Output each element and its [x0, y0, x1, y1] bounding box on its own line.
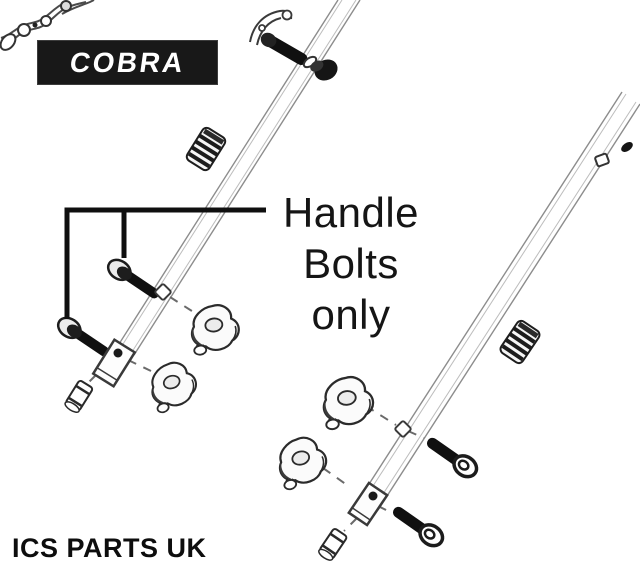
- cable-clamp-left: [182, 123, 230, 175]
- tube-knob: [310, 59, 338, 81]
- tube-pin: [621, 142, 633, 152]
- handle-bolt-upper: [104, 256, 159, 301]
- tube-end-bracket-right: [347, 481, 389, 527]
- cobra-logo-text: COBRA: [67, 46, 188, 78]
- callout-line-1: Handle: [282, 189, 420, 236]
- cable-clamp-right: [496, 316, 544, 368]
- upper-handle-linkage: [0, 0, 95, 51]
- lower-sleeve-left: [62, 378, 95, 416]
- handle-knob-right-2: [272, 432, 333, 492]
- callout-label: Handle Bolts only: [253, 187, 449, 340]
- callout-line-2: Bolts: [303, 240, 399, 287]
- tube-washer-left: [153, 282, 173, 302]
- lower-sleeve-right: [315, 526, 349, 564]
- callout-bracket: [64, 207, 266, 319]
- handle-bolt-lower: [54, 314, 109, 359]
- callout-line-3: only: [311, 291, 391, 338]
- bracket-nut-left: [113, 348, 123, 358]
- watermark-text: ICS PARTS UK: [12, 533, 207, 563]
- handle-bolt-right-1: [423, 433, 481, 481]
- handle-knob-left-2: [144, 356, 203, 415]
- cable-bracket-bolt: [260, 32, 308, 65]
- handle-knob-left-1: [187, 301, 243, 357]
- handle-bolt-right-2: [389, 502, 447, 550]
- tube-nut: [594, 152, 610, 168]
- handle-knob-right-1: [318, 373, 378, 432]
- bracket-nut-right: [368, 491, 378, 501]
- cobra-logo: COBRA: [37, 40, 218, 85]
- tube-end-bracket-left: [91, 337, 137, 389]
- cable-bracket: [249, 9, 293, 46]
